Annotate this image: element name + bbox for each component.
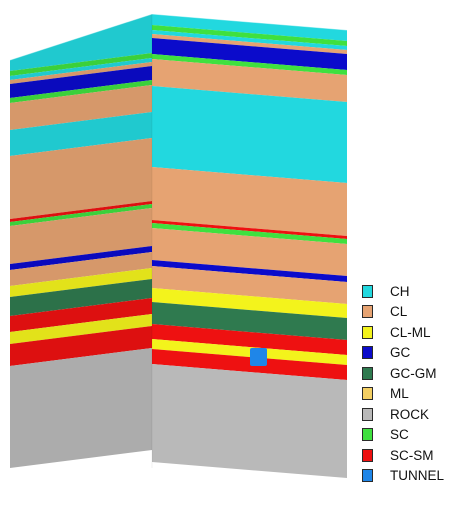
stratum-side-cl — [152, 167, 347, 236]
stratum-front-sc-sm — [10, 326, 152, 366]
stratum-side-sc — [152, 25, 347, 46]
stratum-side-rock — [152, 364, 347, 478]
legend-label-cl-ml: CL-ML — [390, 324, 431, 340]
stratum-side-gc — [152, 260, 347, 282]
legend-label-sc-sm: SC-SM — [390, 447, 434, 463]
stratum-side-ch — [152, 14, 347, 41]
stratum-side-sc-sm — [152, 220, 347, 239]
legend: CH CL CL-ML GC GC-GM ML ROCK SC SC-SM TU… — [362, 281, 467, 486]
tunnel-marker — [250, 348, 267, 366]
legend-item-cl: CL — [362, 302, 467, 323]
legend-swatch-tunnel — [362, 469, 373, 483]
stratum-side-cl-ml — [152, 339, 347, 365]
stratum-side-cl — [152, 34, 347, 54]
stratum-side-cl — [152, 266, 347, 304]
stratum-side-sc — [152, 54, 347, 75]
legend-swatch-ch — [362, 284, 373, 298]
legend-item-ch: CH — [362, 281, 467, 302]
stratum-side-gc — [152, 38, 347, 70]
stratum-front-cl — [10, 252, 152, 286]
legend-label-gc: GC — [390, 345, 411, 360]
legend-swatch-gc-gm — [362, 366, 373, 380]
legend-swatch-sc-sm — [362, 448, 373, 462]
legend-label-gc-gm: GC-GM — [390, 365, 437, 381]
stratum-front-ch — [10, 58, 152, 80]
legend-label-rock: ROCK — [390, 406, 430, 422]
stratum-front-cl — [10, 208, 152, 264]
legend-label-ch: CH — [390, 283, 410, 299]
stratum-side-cl-ml — [152, 288, 347, 318]
stratum-front-sc — [10, 53, 152, 76]
stratum-front-sc-sm — [10, 201, 152, 222]
stratum-side-ch — [152, 86, 347, 183]
stratum-front-gc — [10, 246, 152, 270]
legend-item-cl-ml: CL-ML — [362, 322, 467, 343]
legend-label-sc: SC — [390, 427, 409, 442]
stratum-side-ch — [152, 30, 347, 50]
legend-swatch-cl — [362, 305, 373, 319]
legend-swatch-sc — [362, 428, 373, 442]
legend-swatch-ml — [362, 387, 373, 401]
legend-label-ml: ML — [390, 386, 409, 401]
soil-block-side-face — [152, 14, 347, 478]
stratum-front-sc-sm — [10, 298, 152, 332]
stratum-side-sc — [152, 223, 347, 244]
legend-swatch-gc — [362, 346, 373, 360]
legend-item-sc: SC — [362, 425, 467, 446]
stratum-side-cl — [152, 59, 347, 102]
soil-block-front-face — [10, 14, 152, 468]
stratum-front-ch — [10, 112, 152, 156]
legend-item-rock: ROCK — [362, 404, 467, 425]
stratum-front-cl-ml — [10, 314, 152, 344]
legend-item-tunnel: TUNNEL — [362, 466, 467, 487]
legend-item-ml: ML — [362, 384, 467, 405]
legend-label-tunnel: TUNNEL — [390, 468, 445, 483]
stratum-side-sc-sm — [152, 349, 347, 380]
stratum-front-cl — [10, 85, 152, 130]
stratum-front-gc — [10, 66, 152, 98]
block-top-edge — [9, 13, 348, 61]
stratum-front-ch — [10, 14, 152, 71]
stratum-front-cl — [10, 62, 152, 84]
legend-item-sc-sm: SC-SM — [362, 445, 467, 466]
stratum-side-sc-sm — [152, 324, 347, 355]
tunnel-marker-layer — [250, 348, 267, 366]
legend-item-gc: GC — [362, 343, 467, 364]
legend-swatch-cl-ml — [362, 325, 373, 339]
legend-label-cl: CL — [390, 304, 408, 319]
legend-item-gc-gm: GC-GM — [362, 363, 467, 384]
stratum-front-rock — [10, 348, 152, 468]
soil-block-edges — [9, 13, 348, 468]
stratum-side-gc-gm — [152, 302, 347, 340]
stratum-front-sc — [10, 80, 152, 103]
stratum-front-cl — [10, 138, 152, 219]
stratum-front-gc-gm — [10, 279, 152, 316]
legend-swatch-rock — [362, 407, 373, 421]
stratum-front-sc — [10, 204, 152, 226]
stratum-front-cl-ml — [10, 268, 152, 297]
